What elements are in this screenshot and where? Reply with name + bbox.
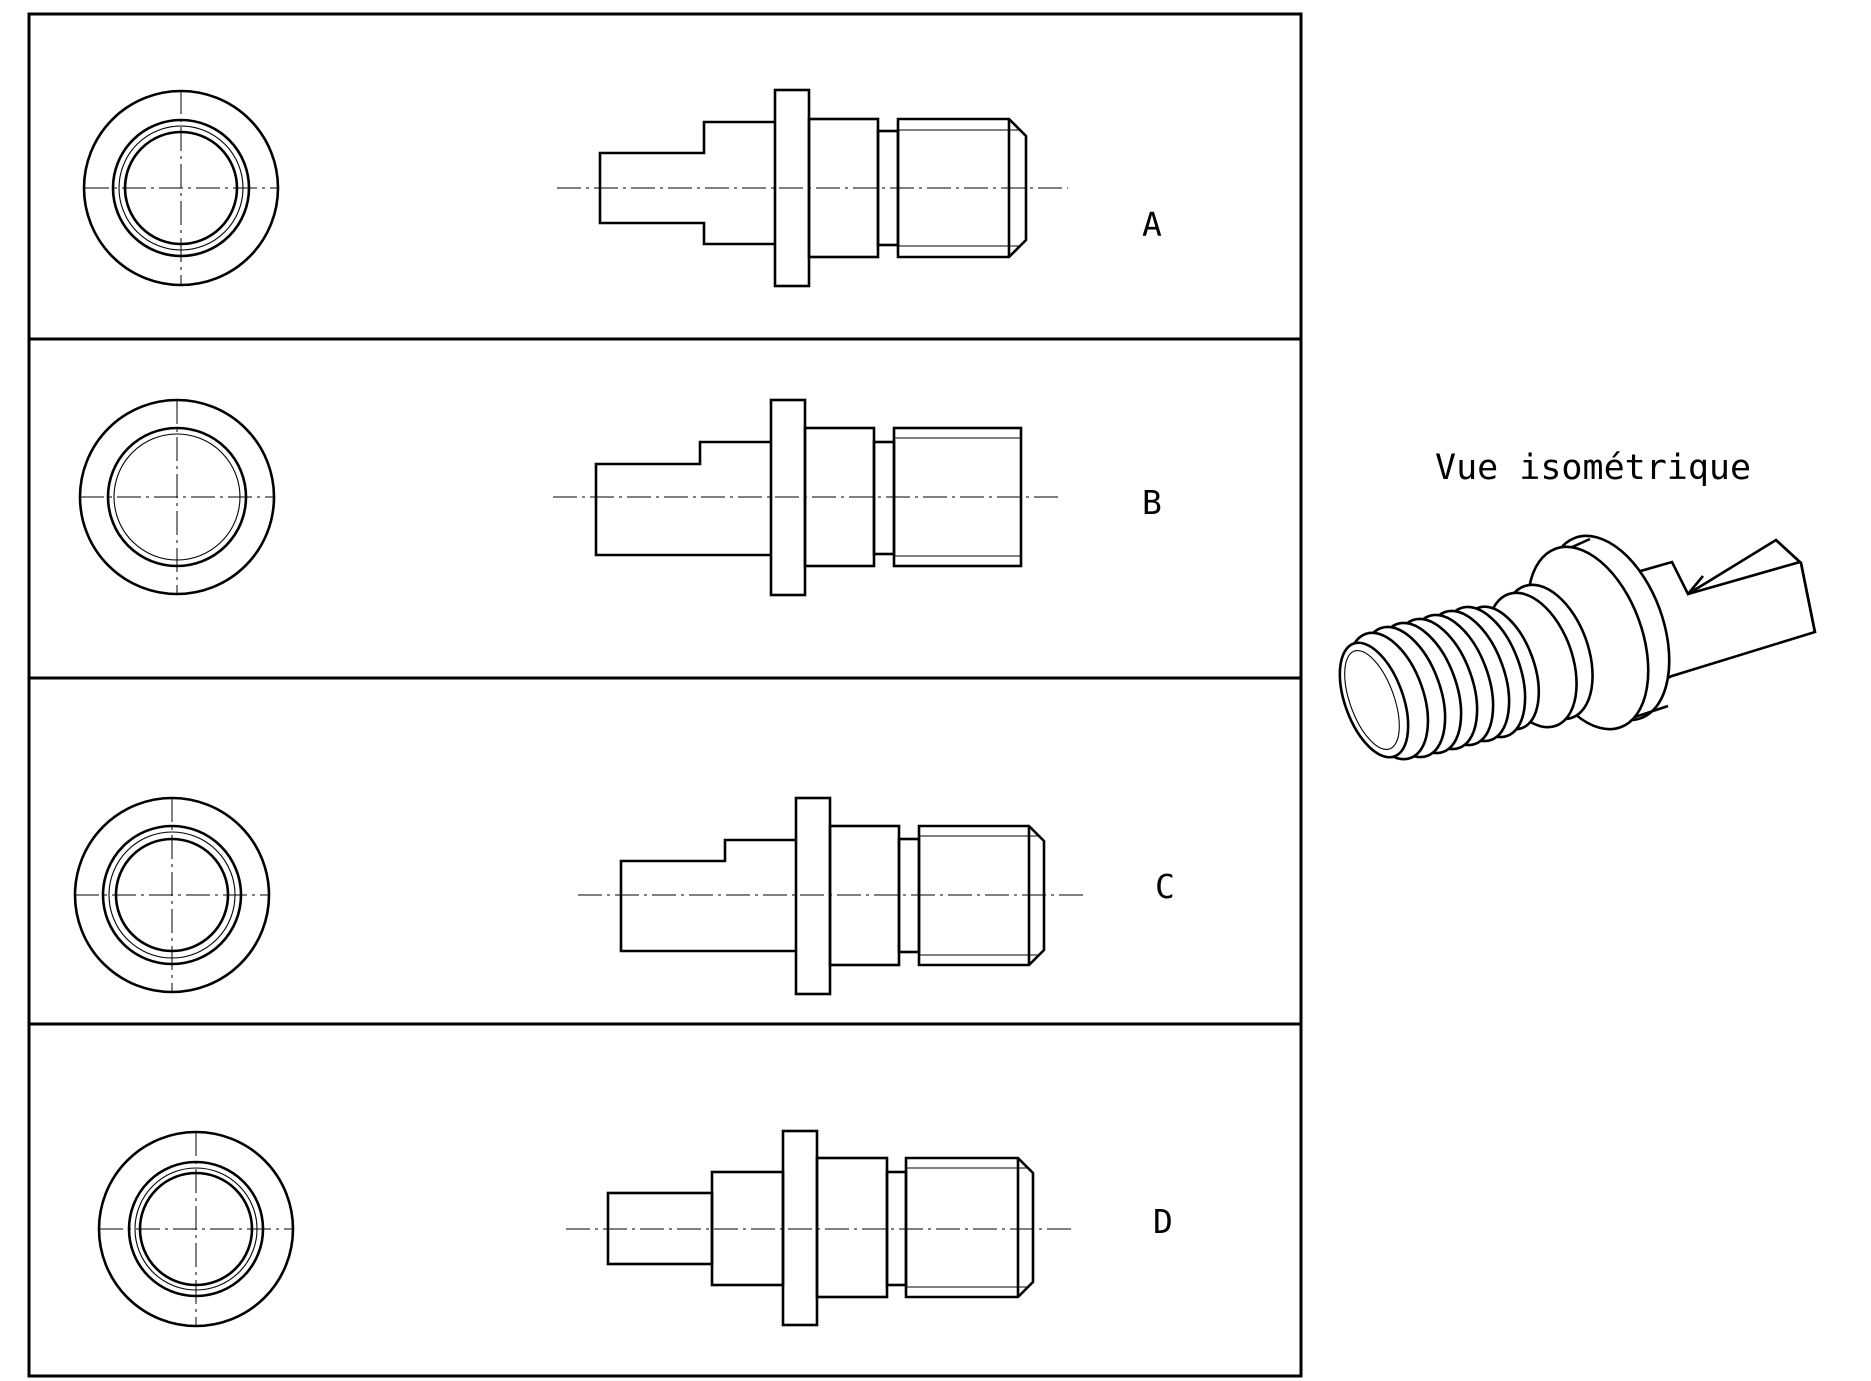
option-c-label: C xyxy=(1155,867,1175,906)
iso-view-title: Vue isométrique xyxy=(1435,448,1751,488)
iso-view-part xyxy=(1338,534,1817,761)
option-c-side-view xyxy=(578,796,1087,996)
option-a-panel[interactable]: A xyxy=(82,88,1162,288)
option-a-end-view xyxy=(82,89,280,287)
option-d-side-view xyxy=(566,1129,1076,1327)
option-c-panel[interactable]: C xyxy=(73,796,1175,996)
option-d-panel[interactable]: D xyxy=(97,1129,1173,1328)
option-b-label: B xyxy=(1142,483,1162,522)
option-a-side-view xyxy=(557,88,1068,288)
option-b-panel[interactable]: B xyxy=(78,398,1162,597)
option-b-end-view xyxy=(78,398,276,596)
option-b-side-view xyxy=(553,398,1063,597)
option-d-end-view xyxy=(97,1130,295,1328)
option-a-label: A xyxy=(1142,205,1162,244)
option-d-label: D xyxy=(1153,1202,1173,1241)
options-frame xyxy=(27,12,1303,1378)
option-c-end-view xyxy=(73,796,271,994)
